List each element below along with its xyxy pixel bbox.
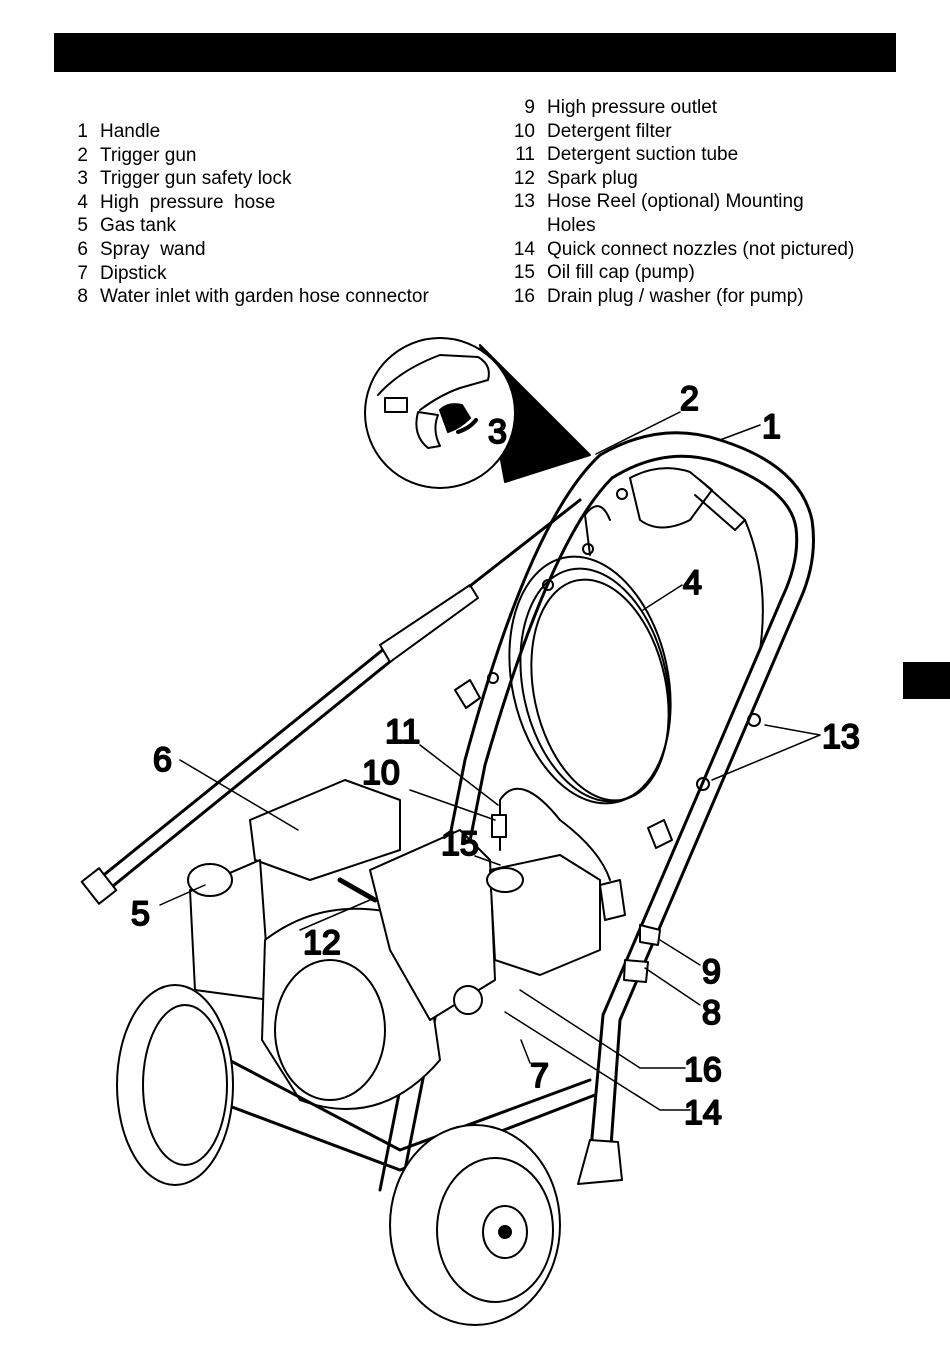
engine [187,779,661,1110]
legend-number: 6 [77,238,88,260]
callout-16: 16 [684,1051,722,1089]
leader-lines [159,411,821,1111]
callout-1: 1 [762,408,781,446]
callout-3: 3 [488,413,507,451]
legend-number: 7 [77,262,88,284]
legend-label: High pressure outlet [547,97,718,118]
callout-13: 13 [822,718,860,756]
legend-number: 9 [524,97,535,118]
legend-item: 2 Trigger gun [64,144,429,168]
legend-label: Drain plug / washer (for pump) [547,285,804,307]
hose-coil [508,505,672,805]
callout-12: 12 [303,924,341,962]
legend-item: 4 High pressure hose [64,191,429,215]
callout-15: 15 [441,825,479,863]
legend-item: 12 Spark plug [507,167,854,191]
wheels [116,984,561,1326]
legend-number: 11 [515,144,535,166]
legend-label: Handle [100,121,161,142]
spray-wand [80,498,582,905]
legend-item: 8 Water inlet with garden hose connector [64,285,429,309]
legend-label: Gas tank [100,215,177,237]
legend-number: 5 [77,215,88,237]
trigger-gun [629,467,764,651]
legend-item: 9 High pressure outlet [507,96,854,120]
legend-number: 14 [513,238,535,260]
legend-item: 10 Detergent filter [507,120,854,144]
parts-legend-left: 1 Handle 2 Trigger gun 3 Trigger gun safety… [64,120,429,309]
callout-8: 8 [702,994,721,1032]
legend-label: Trigger gun [100,144,197,166]
legend-item: 13 Hose Reel (optional) Mounting [507,190,854,214]
legend-number: 15 [513,262,535,284]
legend-label: Oil fill cap (pump) [547,262,695,284]
legend-label: Trigger gun safety lock [100,168,292,190]
legend-item: 16 Drain plug / washer (for pump) [507,285,854,309]
legend-number: 4 [77,191,88,213]
legend-number: 13 [513,191,535,213]
legend-label: Spark plug [547,167,638,189]
legend-item: 3 Trigger gun safety lock [64,167,429,191]
trigger-lock-inset [364,337,591,489]
legend-number: 3 [77,168,88,190]
callout-9: 9 [702,953,721,991]
legend-item: 6 Spray wand [64,238,429,262]
parts-legend-right: 9 High pressure outlet 10 Detergent filter… [507,96,854,308]
callout-10: 10 [362,754,400,792]
legend-item: 1 Handle [64,120,429,144]
legend-label: Dipstick [100,262,167,284]
legend-label: Hose Reel (optional) Mounting [547,191,804,213]
callout-14: 14 [684,1094,722,1132]
handle-frame [378,431,815,1197]
legend-label: Quick connect nozzles (not pictured) [547,238,855,260]
callout-11: 11 [385,713,420,751]
legend-label: Water inlet with garden hose connector [100,286,429,308]
legend-number: 16 [513,285,535,307]
legend-number: 10 [513,120,535,142]
legend-label: High pressure hose [100,191,276,213]
legend-label: Detergent suction tube [547,144,739,166]
callout-2: 2 [680,380,699,418]
legend-number: 1 [77,121,88,142]
callout-5: 5 [131,895,150,933]
legend-label: Detergent filter [547,120,672,142]
header-bar [54,33,896,72]
legend-number: 8 [77,286,88,308]
legend-item: 7 Dipstick [64,262,429,286]
legend-item: 5 Gas tank [64,214,429,238]
legend-number: 12 [513,167,535,189]
legend-item: Holes [507,214,854,238]
callout-6: 6 [153,741,172,779]
legend-number: 2 [77,144,88,166]
legend-label: Holes [547,214,596,236]
legend-item: 15 Oil fill cap (pump) [507,261,854,285]
callout-7: 7 [530,1057,549,1095]
legend-label: Spray wand [100,238,206,260]
legend-item: 14 Quick connect nozzles (not pictured) [507,238,854,262]
callout-4: 4 [683,564,702,602]
section-tab-marker [903,662,950,699]
legend-item: 11 Detergent suction tube [507,143,854,167]
